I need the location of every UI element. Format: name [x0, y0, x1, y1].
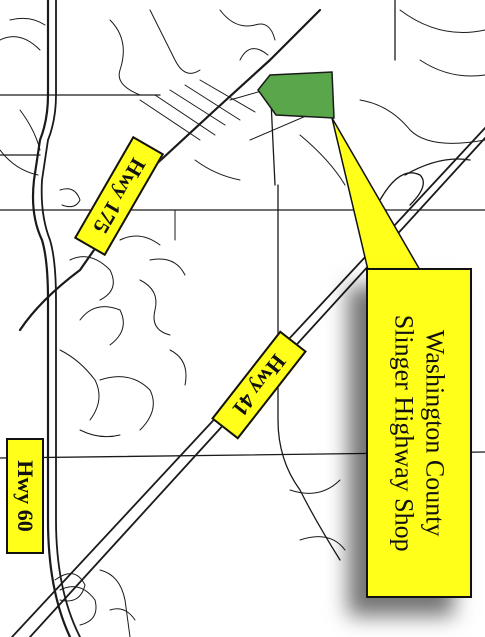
town-street-3: [169, 89, 226, 126]
road-nw-6: [149, 9, 201, 74]
road-ns-1: [277, 184, 341, 561]
road-nw-3: [19, 109, 41, 151]
sub-road-6: [59, 349, 100, 421]
hwy-41-ramp-east-2: [404, 158, 471, 176]
town-street-5: [199, 79, 256, 113]
road-sw-1: [59, 586, 97, 626]
town-street-6: [194, 159, 241, 181]
sub-road-3: [79, 306, 124, 346]
sub-road-4: [139, 279, 171, 336]
town-street-2: [154, 94, 216, 136]
road-nw-8: [239, 48, 269, 61]
road-ne-2: [419, 59, 485, 77]
hwy-60-label-text: Hwy 60: [13, 460, 38, 532]
interchange-loop: [54, 573, 86, 602]
road-ne-4: [299, 134, 346, 186]
sub-road-8: [79, 429, 121, 438]
road-ne-3: [359, 99, 485, 144]
road-se-1: [289, 479, 341, 494]
hwy-175-road: [18, 8, 322, 332]
hwy-60-road: [31, 0, 72, 637]
town-street-1: [139, 99, 201, 141]
sub-road-10: [119, 235, 161, 246]
sub-road-5: [149, 258, 186, 276]
road-ne-1: [399, 9, 485, 33]
callout-line-1: Washington County: [420, 329, 450, 537]
road-nw-7: [219, 9, 276, 41]
sub-road-2: [69, 256, 114, 301]
callout-pointer: [331, 117, 422, 271]
road-nw-5: [109, 19, 141, 96]
road-nw-2: [9, 17, 46, 26]
road-sw-2: [99, 569, 131, 637]
hwy-60-label: Hwy 60: [6, 438, 44, 554]
callout-line-2: Slinger Highway Shop: [389, 314, 419, 552]
road-se-2: [299, 536, 346, 551]
sub-road-9: [169, 349, 187, 386]
sub-road-7: [99, 376, 154, 431]
sub-road-1: [59, 188, 81, 208]
highway-shop-site: [257, 71, 335, 119]
road-sw-3: [109, 608, 136, 621]
road-nw-4: [0, 149, 39, 176]
road-nw-1: [0, 36, 41, 51]
hwy-41-ramp-east: [379, 172, 424, 206]
shop-callout: Washington County Slinger Highway Shop: [366, 268, 472, 598]
town-street-4: [184, 84, 241, 121]
